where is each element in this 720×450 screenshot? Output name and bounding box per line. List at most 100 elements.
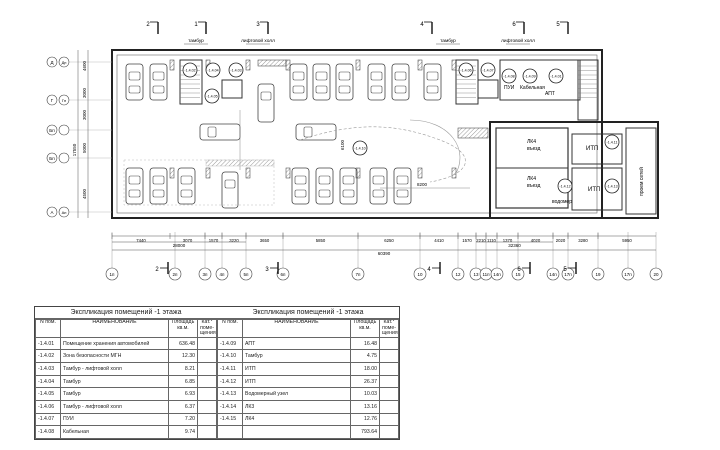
- svg-text:6250: 6250: [384, 238, 394, 243]
- svg-text:А: А: [50, 210, 53, 215]
- section-mark: 4: [420, 21, 433, 34]
- section-mark: 5: [563, 262, 577, 274]
- cell-room-name: Тамбур: [60, 374, 169, 389]
- cell-area: 13.16: [350, 399, 380, 414]
- parking-zone-lower: [123, 159, 275, 206]
- cell-room-name: Тамбур: [60, 387, 169, 401]
- svg-text:Бп: Бп: [49, 156, 55, 161]
- dimension-segment: 4500: [82, 170, 89, 218]
- section-mark: 4: [427, 262, 441, 274]
- svg-text:7п: 7п: [356, 272, 362, 277]
- car-symbol: [149, 167, 168, 205]
- cell-area: 12.30: [168, 349, 198, 364]
- svg-text:-1.4.05: -1.4.05: [206, 95, 217, 99]
- section-mark: 6: [512, 21, 525, 34]
- axis-marker: 7п: [351, 232, 365, 281]
- ramp-label-1b: въезд: [527, 146, 540, 152]
- svg-text:3000: 3000: [82, 109, 87, 120]
- svg-text:5п: 5п: [244, 272, 250, 277]
- dimension-segment: 3650: [245, 233, 283, 243]
- svg-text:4600: 4600: [82, 60, 87, 71]
- car-symbol: [221, 171, 239, 209]
- car-symbol: [335, 63, 354, 101]
- cell-room-name: Тамбур - лифтовой холл: [60, 362, 169, 376]
- axis-marker: Бп: [46, 124, 112, 136]
- svg-text:Гп: Гп: [62, 98, 66, 103]
- col-header-name: НАИМЕНОВАНИЕ: [60, 319, 169, 338]
- service-rooms: [499, 59, 581, 101]
- cell-category: [379, 399, 399, 414]
- cell-area: 26.37: [350, 374, 380, 389]
- cell-area: 16.48: [350, 336, 380, 351]
- cell-category: [197, 336, 217, 351]
- cell-room-name: Помещение хранения автомобилей: [60, 336, 169, 351]
- svg-text:3070: 3070: [183, 238, 193, 243]
- svg-text:10: 10: [417, 272, 423, 277]
- axis-marker: 5п: [239, 232, 253, 281]
- svg-text:2п: 2п: [173, 272, 179, 277]
- section-mark: 5: [556, 21, 569, 34]
- driving-path: [299, 126, 466, 183]
- col-header-n: N пом.: [35, 319, 61, 338]
- cell-category: [379, 362, 399, 376]
- cell-room-number: -1.4.10: [217, 349, 243, 364]
- car-symbol: [295, 123, 337, 141]
- dimension-segment: 5950: [597, 233, 656, 243]
- cell-category: [379, 336, 399, 351]
- column-symbol: [451, 59, 457, 71]
- cell-room-number: -1.4.04: [35, 374, 61, 389]
- svg-text:3п: 3п: [203, 272, 209, 277]
- svg-text:Д: Д: [50, 60, 53, 65]
- dimension-segment: 6250: [357, 233, 420, 243]
- svg-text:15: 15: [515, 272, 521, 277]
- svg-text:тамбур: тамбур: [188, 38, 204, 44]
- room-label-vodomer: водомер: [552, 199, 572, 205]
- room-label-itp-2: ИТП: [588, 187, 600, 193]
- svg-text:7440: 7440: [136, 238, 146, 243]
- top-callout: тамбур: [436, 38, 460, 45]
- dimension-segment: 3280: [567, 233, 598, 243]
- cell-room-number: -1.4.06: [35, 399, 61, 414]
- svg-text:3280: 3280: [578, 238, 588, 243]
- svg-text:-1.4.13: -1.4.13: [606, 185, 617, 189]
- column-symbol: [285, 167, 291, 179]
- dimension-segment: 1570: [457, 233, 476, 243]
- cell-room-name: ПУИ: [60, 412, 169, 427]
- cell-room-number: [217, 425, 243, 439]
- cell-area: 6.85: [168, 374, 198, 389]
- cell-category: [197, 399, 217, 414]
- dimension-segment: 3000: [82, 104, 89, 126]
- room-tag: -1.4.09: [522, 68, 538, 84]
- svg-text:1: 1: [194, 22, 198, 28]
- svg-text:60390: 60390: [378, 251, 391, 256]
- column-symbol: [169, 59, 175, 71]
- cell-room-number: -1.4.07: [35, 412, 61, 427]
- svg-text:17п: 17п: [564, 272, 572, 277]
- network-shaft: [625, 127, 657, 215]
- col-header-n: N пом.: [217, 319, 243, 338]
- room-tag: -1.4.04: [205, 62, 221, 78]
- car-symbol: [391, 63, 410, 101]
- cell-room-name: ЛК4: [242, 412, 351, 427]
- room-tag: -1.4.12: [557, 178, 573, 194]
- dimension-segment: 2210: [475, 233, 486, 243]
- room-tag: -1.4.01: [548, 68, 564, 84]
- svg-text:3: 3: [256, 22, 260, 28]
- svg-text:1п: 1п: [110, 272, 116, 277]
- car-symbol: [257, 83, 275, 123]
- svg-text:-1.4.09: -1.4.09: [524, 75, 535, 79]
- dimension-segment: 5000: [82, 126, 89, 170]
- car-symbol: [339, 167, 358, 205]
- svg-text:14п: 14п: [493, 272, 501, 277]
- column-symbol: [355, 167, 361, 179]
- ramp-label-2a: ЛК4: [527, 176, 536, 182]
- car-symbol: [149, 63, 168, 101]
- axis-marker: 19: [591, 232, 605, 281]
- col-header-cat: Кат.* поме-щения: [197, 319, 217, 338]
- column-symbol: [205, 167, 211, 179]
